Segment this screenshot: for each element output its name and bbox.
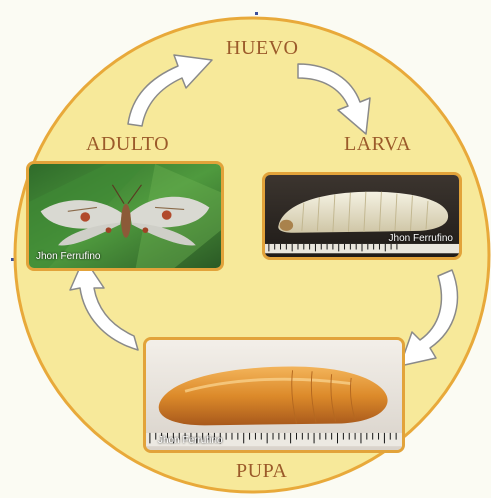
pupa-photo: Jhon Ferrufino <box>143 337 405 453</box>
frame-marker-top <box>255 12 258 15</box>
photo-credit-adult: Jhon Ferrufino <box>36 252 100 262</box>
stage-label-larva: LARVA <box>344 134 411 154</box>
larva-photo: Jhon Ferrufino <box>262 172 462 260</box>
stage-label-adult: ADULTO <box>86 134 169 154</box>
stage-label-pupa: PUPA <box>236 461 287 481</box>
photo-credit-pupa: Jhon Ferrufino <box>158 436 222 446</box>
stage-label-egg: HUEVO <box>226 38 299 58</box>
photo-credit-larva: Jhon Ferrufino <box>389 234 453 244</box>
adult-moth-photo: Jhon Ferrufino <box>26 161 224 271</box>
